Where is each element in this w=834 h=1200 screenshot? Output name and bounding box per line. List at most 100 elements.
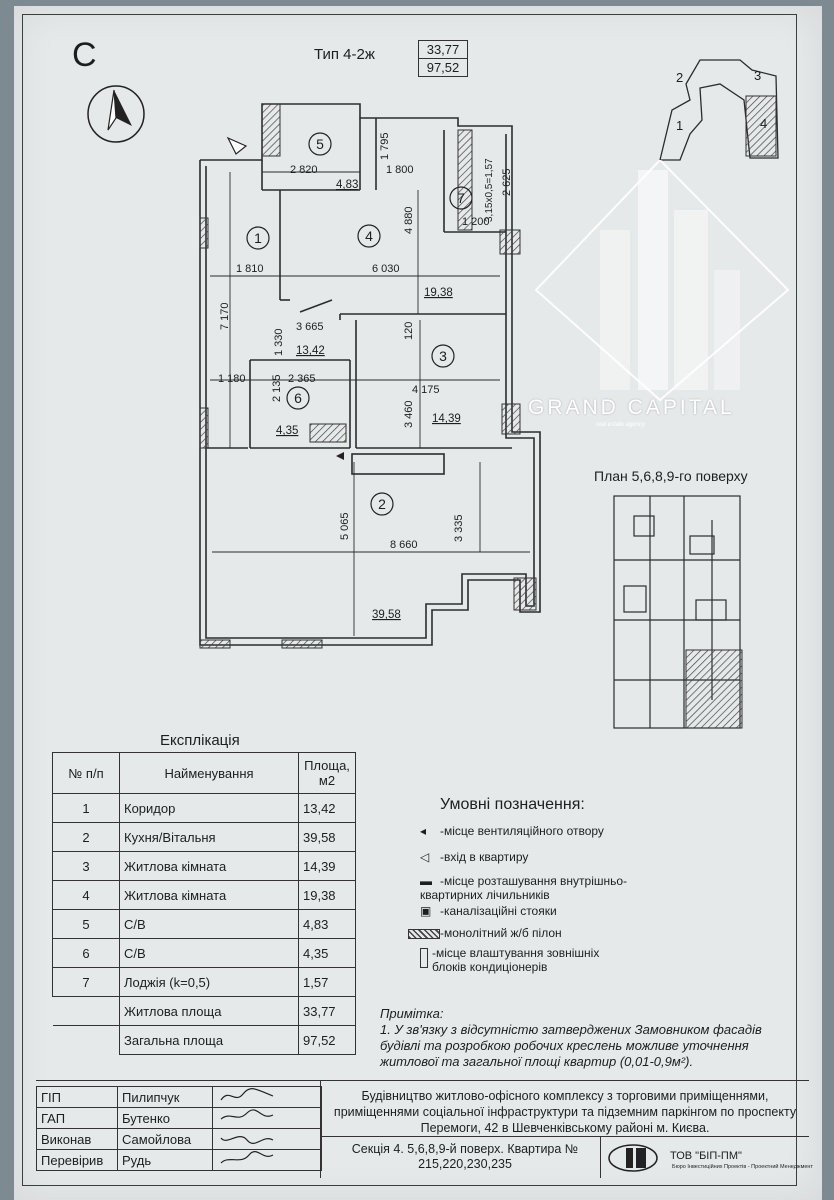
row-number: 6	[52, 938, 120, 968]
table-header-row: № п/п Найменування Площа, м2	[52, 752, 356, 794]
title-divider	[320, 1080, 321, 1178]
signature-cell	[212, 1086, 322, 1108]
person-cell: Пилипчук	[117, 1086, 213, 1108]
dim-1795: 1 795	[379, 132, 391, 160]
living-area-value: 33,77	[426, 42, 460, 57]
person-cell: Самойлова	[117, 1128, 213, 1150]
dim-5065: 5 065	[339, 512, 351, 540]
highlighted-apartment	[685, 649, 743, 729]
brand-tagline: real estate agency	[596, 422, 646, 428]
note-block: Примітка: 1. У зв'язку з відсутністю зат…	[380, 1006, 790, 1070]
note-title: Примітка:	[380, 1006, 444, 1021]
key-plan-section-4	[745, 95, 777, 157]
dim-2365: 2 365	[288, 373, 316, 385]
table-row: 3 Житлова кімната 14,39	[52, 851, 356, 881]
row-name: Кухня/Вітальня	[119, 822, 299, 852]
dim-1180: 1 180	[218, 373, 246, 385]
room-1-marker	[246, 226, 270, 250]
dim-3150: 3,15х0,5=1,57	[484, 158, 495, 222]
section-apartment: Секція 4. 5,6,8,9-й поверх. Квартира № 2…	[351, 1142, 579, 1171]
room-5-number: 5	[316, 136, 324, 152]
row-name: Коридор	[119, 793, 299, 823]
plan-walls	[199, 103, 541, 646]
legend-item: ▣-каналізаційні стояки	[420, 904, 780, 918]
signature-icon	[220, 1108, 274, 1119]
north-compass-icon	[87, 85, 145, 143]
dim-6030: 6 030	[372, 263, 400, 275]
row-area: 4,35	[298, 938, 356, 968]
total-name: Загальна площа	[119, 1025, 299, 1055]
key-plan-label-2: 2	[676, 70, 683, 85]
total-area: 33,77	[298, 996, 356, 1026]
room-2-area: 39,58	[372, 609, 401, 621]
signature-cell	[212, 1128, 322, 1150]
key-plan-label-1: 1	[676, 118, 683, 133]
dim-1800: 1 800	[386, 164, 414, 176]
explication-table: № п/п Найменування Площа, м2 1 Коридор 1…	[52, 752, 356, 1055]
room-6-number: 6	[294, 390, 302, 406]
explication-title: Експлікація	[160, 732, 240, 749]
dim-3460: 3 460	[403, 400, 415, 428]
room-4-area: 19,38	[424, 287, 453, 299]
dim-3665: 3 665	[296, 321, 324, 333]
legend-item: ◁-вхід в квартиру	[420, 850, 780, 864]
empty-cell	[52, 996, 120, 1026]
section-letter: С	[72, 36, 97, 74]
table-row: 4 Житлова кімната 19,38	[52, 880, 356, 910]
dim-1810: 1 810	[236, 263, 264, 275]
ac-unit-marker-icon	[420, 948, 428, 968]
total-row: Загальна площа 97,52	[52, 1025, 356, 1055]
row-number: 3	[52, 851, 120, 881]
dimension-lines	[210, 171, 530, 636]
company-subtitle: Бюро Інвестиційних Проектів - Проектний …	[672, 1164, 813, 1170]
row-area: 19,38	[298, 880, 356, 910]
room-markers	[246, 132, 473, 516]
company-logo-icon	[608, 1144, 658, 1172]
legend-text: -вхід в квартиру	[440, 850, 529, 864]
dim-2135: 2 135	[271, 374, 283, 402]
total-name: Житлова площа	[119, 996, 299, 1026]
col-number-header: № п/п	[52, 752, 120, 794]
room-5-area: 4,83	[336, 179, 358, 191]
row-name: Житлова кімната	[119, 851, 299, 881]
dim-7170: 7 170	[219, 302, 231, 330]
table-row: 6 С/В 4,35	[52, 938, 356, 968]
legend-title: Умовні позначення:	[440, 796, 585, 813]
empty-cell	[52, 1025, 120, 1055]
concrete-pylons	[199, 103, 537, 649]
dim-1200: 1 200	[462, 216, 490, 228]
signature-row: Виконав Самойлова	[36, 1128, 322, 1150]
legend-item: ◂-місце вентиляційного отвору	[420, 824, 780, 838]
total-area-value: 97,52	[419, 58, 467, 76]
dim-2625: 2 625	[501, 168, 513, 196]
row-number: 1	[52, 793, 120, 823]
total-area: 97,52	[298, 1025, 356, 1055]
room-1-area: 13,42	[296, 345, 325, 357]
apartment-type: Тип 4-2ж	[314, 46, 375, 63]
title-divider	[600, 1136, 601, 1178]
room-7-number: 7	[457, 190, 465, 206]
row-number: 7	[52, 967, 120, 997]
dim-2820: 2 820	[290, 164, 318, 176]
room-3-number: 3	[439, 348, 447, 364]
legend-item: -монолітний ж/б пілон	[408, 926, 768, 940]
signature-table: ГІП Пилипчук ГАП Бутенко Виконав Самойло…	[36, 1086, 322, 1171]
dim-3335: 3 335	[453, 514, 465, 542]
key-plan-label-3: 3	[754, 68, 761, 83]
meter-marker-icon: ▬	[420, 874, 432, 888]
signature-icon	[220, 1135, 274, 1144]
signature-cell	[212, 1149, 322, 1171]
floor-plan-title: План 5,6,8,9-го поверху	[594, 468, 748, 484]
room-6-area: 4,35	[276, 425, 298, 437]
table-row: 5 С/В 4,83	[52, 909, 356, 939]
legend-item: ▬-місце розташування внутрішньо-квартирн…	[420, 874, 630, 902]
room-6-marker	[286, 386, 310, 410]
vent-marker-icon: ◂	[420, 824, 427, 838]
project-description: Будівництво житлово-офісного комплексу з…	[333, 1089, 797, 1135]
col-area-header: Площа, м2	[298, 752, 356, 794]
legend-text: -монолітний ж/б пілон	[440, 926, 562, 940]
room-4-number: 4	[365, 228, 373, 244]
table-row: 7 Лоджія (k=0,5) 1,57	[52, 967, 356, 997]
person-cell: Рудь	[117, 1149, 213, 1171]
